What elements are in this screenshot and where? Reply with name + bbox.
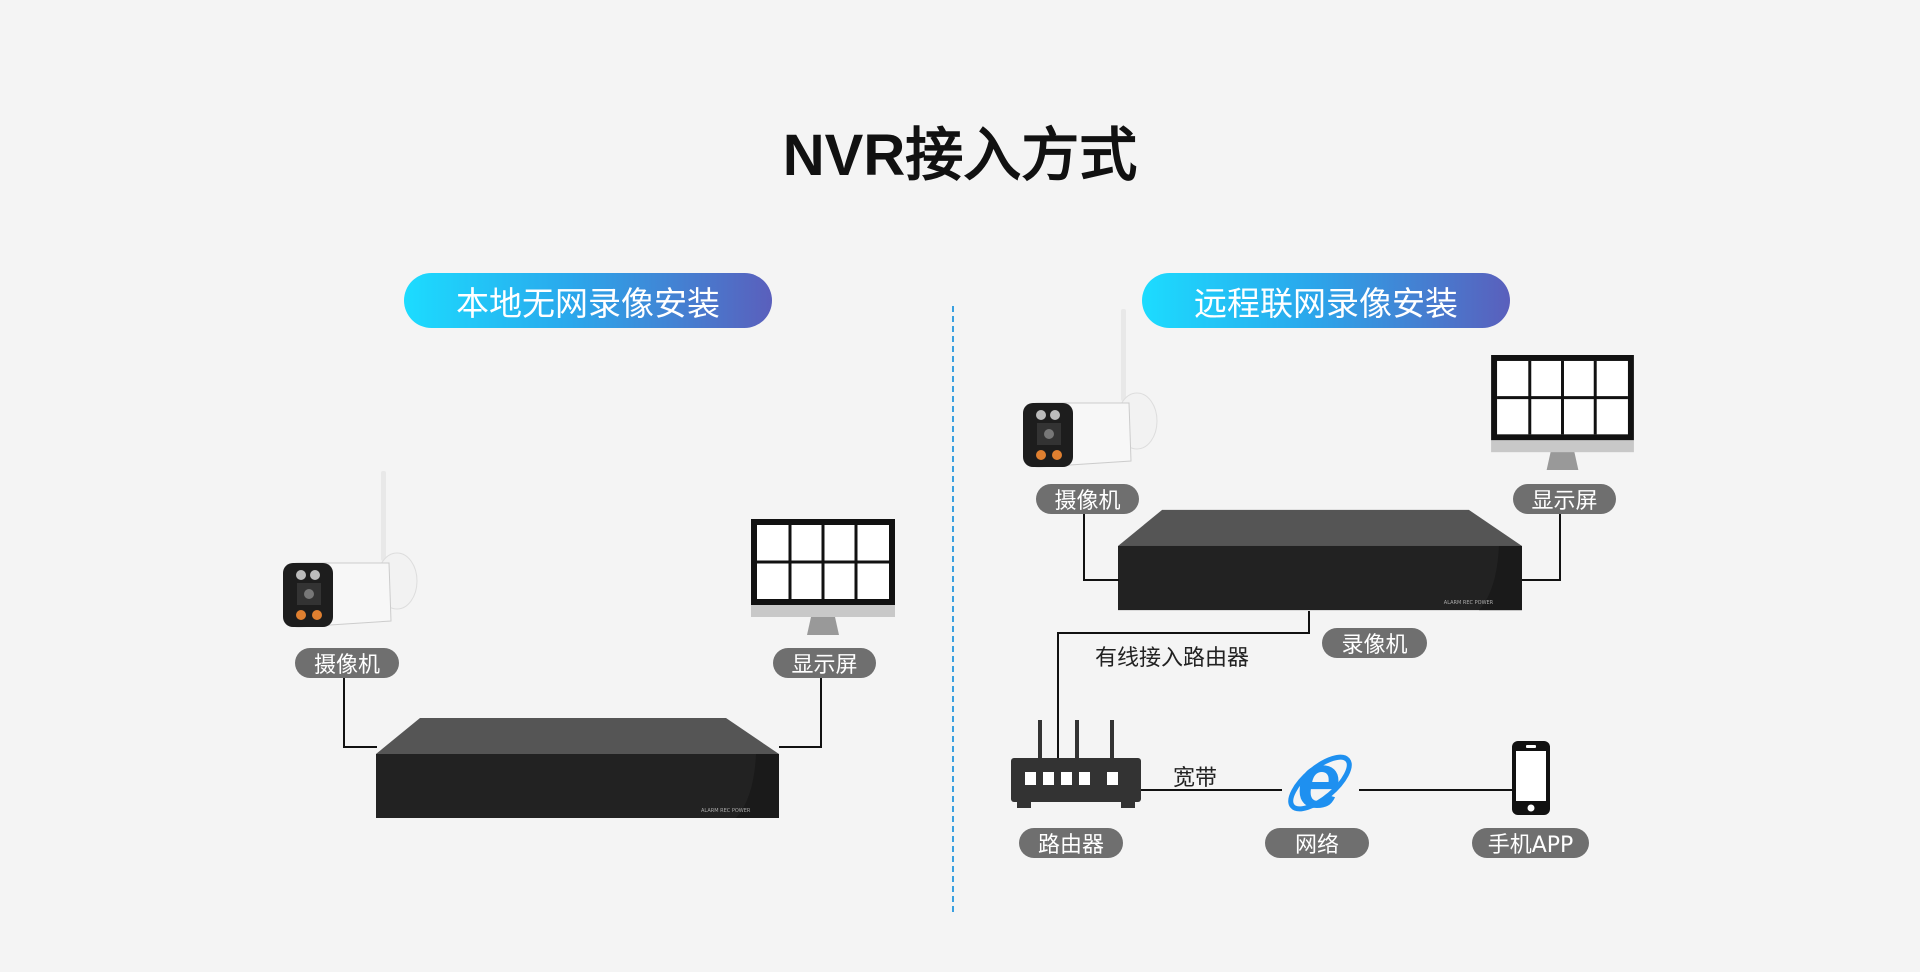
monitor-label: 显示屏 bbox=[1513, 484, 1616, 514]
router-icon bbox=[1011, 720, 1141, 808]
network-label: 网络 bbox=[1265, 828, 1369, 858]
camera-label: 摄像机 bbox=[1036, 484, 1139, 514]
nvr-label: 录像机 bbox=[1322, 628, 1427, 658]
svg-text:ALARM REC POWER: ALARM REC POWER bbox=[1444, 600, 1494, 606]
camera-label: 摄像机 bbox=[295, 648, 399, 678]
section-divider bbox=[952, 306, 954, 912]
camera-icon bbox=[1023, 309, 1158, 468]
internet-explorer-icon: e bbox=[1288, 736, 1352, 824]
nvr-recorder-icon: ALARM REC POWER bbox=[1118, 509, 1522, 611]
monitor-icon bbox=[1491, 355, 1634, 471]
page-title: NVR接入方式 bbox=[782, 123, 1138, 188]
monitor-label: 显示屏 bbox=[773, 648, 876, 678]
phone-app-label: 手机APP bbox=[1472, 828, 1589, 858]
router-label: 路由器 bbox=[1019, 828, 1123, 858]
camera-icon bbox=[283, 471, 418, 628]
local-install-heading: 本地无网录像安装 bbox=[404, 273, 772, 328]
monitor-icon bbox=[751, 519, 895, 635]
svg-text:ALARM REC POWER: ALARM REC POWER bbox=[701, 808, 751, 814]
nvr-recorder-icon: ALARM REC POWER bbox=[376, 718, 779, 818]
remote-install-heading: 远程联网录像安装 bbox=[1142, 273, 1510, 328]
wired-router-text: 有线接入路由器 bbox=[1095, 646, 1250, 671]
broadband-text: 宽带 bbox=[1173, 766, 1218, 791]
phone-icon bbox=[1512, 741, 1550, 815]
